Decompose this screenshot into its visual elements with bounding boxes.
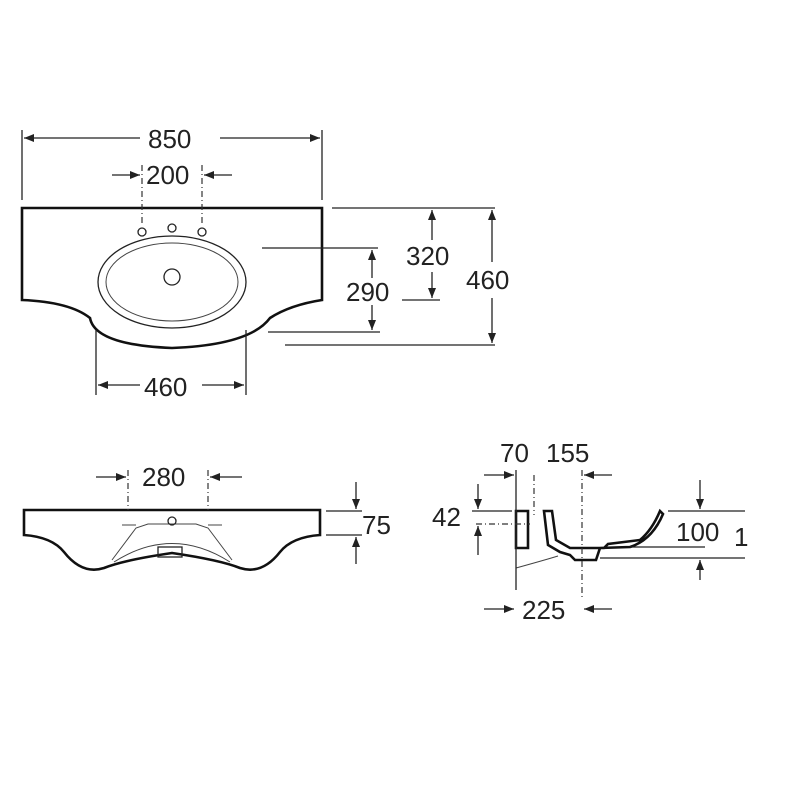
dim-basin-depth: 290 bbox=[346, 277, 389, 307]
dim-rim-height: 75 bbox=[362, 510, 391, 540]
dim-100: 100 bbox=[676, 517, 719, 547]
dim-tap-spacing: 200 bbox=[146, 160, 189, 190]
top-view: 850 200 320 290 460 460 bbox=[20, 124, 509, 402]
dim-width-total: 850 bbox=[148, 124, 191, 154]
dim-bowl-width: 460 bbox=[144, 372, 187, 402]
dim-70: 70 bbox=[500, 438, 529, 468]
dim-155: 155 bbox=[546, 438, 589, 468]
side-view: 70 155 42 100 1 225 bbox=[432, 438, 748, 625]
dim-depth-total: 460 bbox=[466, 265, 509, 295]
dim-1: 1 bbox=[734, 522, 748, 552]
dim-depth-drain: 320 bbox=[406, 241, 449, 271]
drain-icon bbox=[163, 268, 181, 286]
front-view: 280 75 bbox=[22, 462, 391, 571]
dim-fixing-spacing: 280 bbox=[142, 462, 185, 492]
dim-225: 225 bbox=[522, 595, 565, 625]
dim-42: 42 bbox=[432, 502, 461, 532]
